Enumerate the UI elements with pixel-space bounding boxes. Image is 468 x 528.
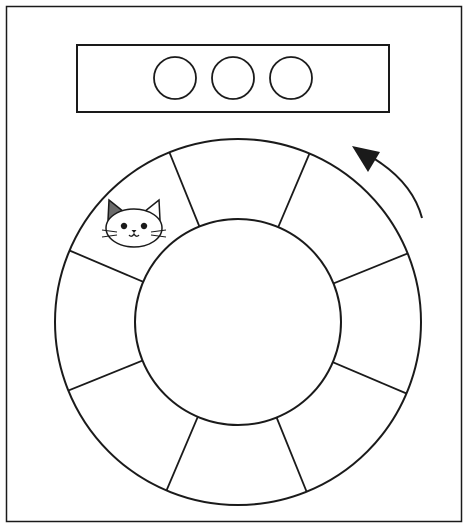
wheel-inner-circle — [135, 219, 341, 425]
cat-right-eye — [141, 223, 147, 229]
wheel-spoke-4 — [333, 362, 407, 393]
wheel-spoke-6 — [167, 417, 198, 491]
wheel-spoke-3 — [334, 253, 408, 283]
wheel-outer-ring — [55, 139, 421, 505]
cat-left-eye — [121, 223, 127, 229]
wheel-spoke-5 — [277, 418, 307, 492]
top-circle-2 — [212, 57, 254, 99]
cat-face-icon — [102, 200, 166, 247]
top-circle-3 — [270, 57, 312, 99]
wheel-spoke-7 — [68, 361, 142, 391]
page-border — [7, 7, 462, 522]
curved-arrow-icon — [352, 146, 422, 218]
top-circle-1 — [154, 57, 196, 99]
wheel-spoke-8 — [70, 251, 144, 282]
wheel-spoke-1 — [169, 152, 199, 226]
arrow-shaft — [368, 155, 422, 218]
top-box — [77, 45, 389, 112]
cat-head — [106, 209, 162, 247]
wheel-spoke-2 — [278, 154, 309, 228]
wheel — [55, 139, 421, 505]
arrow-head — [352, 146, 380, 172]
top-circles-group — [154, 57, 312, 99]
wheel-spokes — [68, 152, 407, 491]
top-box-frame — [77, 45, 389, 112]
